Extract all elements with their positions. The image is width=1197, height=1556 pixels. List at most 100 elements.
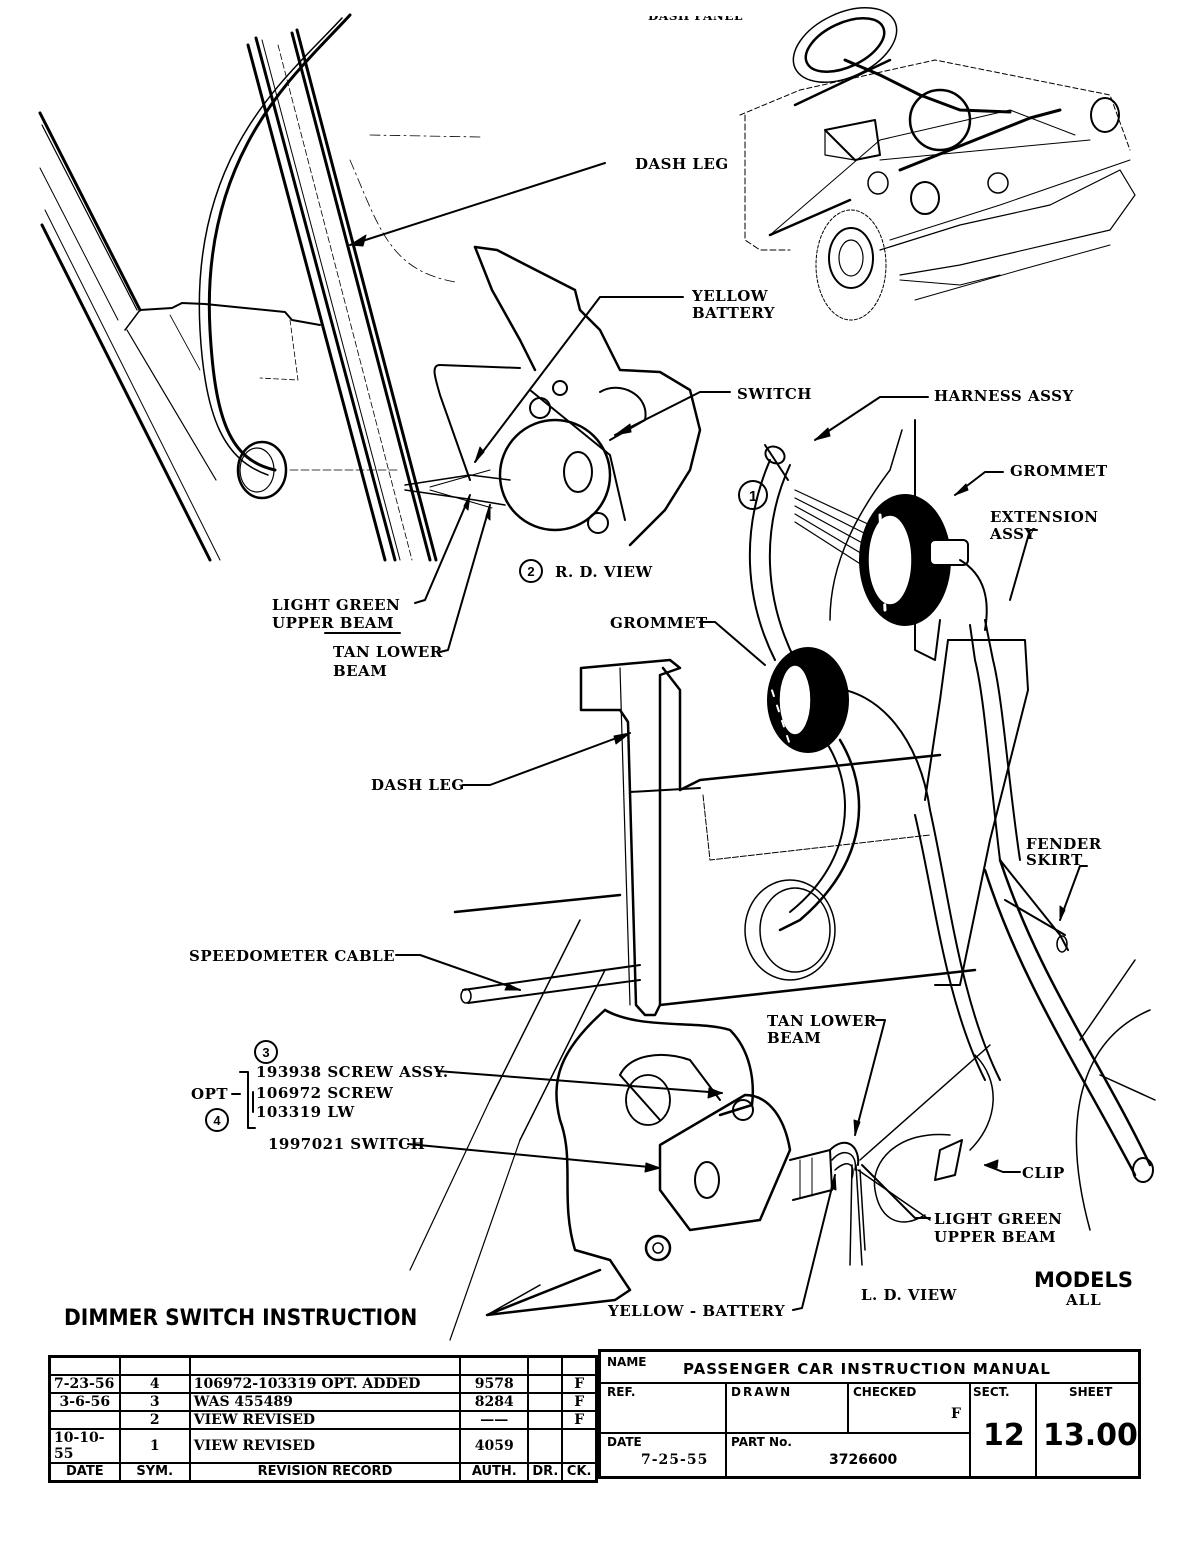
sect-caption: SECT. [973,1385,1010,1399]
col-ck: CK. [561,1462,598,1483]
sect-value: 12 [983,1418,1025,1453]
label-light-green-bot-2: UPPER BEAM [934,1228,1057,1246]
part-caption: PART No. [731,1435,792,1449]
rev-sym: 4 [118,1374,191,1394]
rev-record: VIEW REVISED [188,1428,462,1464]
label-grommet-mid: GROMMET [610,614,708,632]
checked-caption: CHECKED [853,1385,917,1399]
models-value: ALL [1066,1291,1102,1309]
label-switch-part: 1997021 SWITCH [268,1135,426,1153]
name-caption: NAME [607,1355,647,1369]
rev-date [48,1355,121,1376]
label-extension-assy-2: ASSY [990,525,1036,543]
title-block: NAME PASSENGER CAR INSTRUCTION MANUAL RE… [598,1349,1141,1479]
ref-cell: REF. [601,1382,727,1434]
label-dash-leg-mid: DASH LEG [371,776,465,794]
table-row: 3-6-56 3 WAS 455489 8284 F [48,1392,598,1412]
label-tan-lower-top-1: TAN LOWER [333,643,443,661]
label-light-green-bot-1: LIGHT GREEN [934,1210,1063,1228]
col-dr: DR. [527,1462,564,1483]
table-row: 2 VIEW REVISED —— F [48,1410,598,1430]
date-caption: DATE [607,1435,642,1449]
date-cell: DATE 7-25-55 [601,1432,727,1476]
callout-3: 3 [254,1040,278,1064]
col-revision-record: REVISION RECORD [188,1462,462,1483]
rev-auth [459,1355,530,1376]
label-extension-assy-1: EXTENSION [990,508,1099,526]
harness-illustration [699,396,1156,1231]
rev-ck: F [561,1392,598,1412]
checked-cell: CHECKED F [847,1382,971,1434]
table-row: 10-10-55 1 VIEW REVISED 4059 [48,1428,598,1464]
label-yellow-battery-top-2: BATTERY [692,304,775,322]
label-harness-assy: HARNESS ASSY [934,387,1074,405]
sect-cell: SECT. 12 [969,1382,1037,1476]
rev-dr [527,1374,564,1394]
revision-record-table: 7-23-56 4 106972-103319 OPT. ADDED 9578 … [48,1355,598,1483]
sheet-cell: SHEET 13.00 [1035,1382,1138,1476]
label-part-screw-assy: 193938 SCREW ASSY. [256,1063,449,1081]
rev-ck [561,1428,598,1464]
name-cell: NAME PASSENGER CAR INSTRUCTION MANUAL [601,1352,1138,1384]
label-tan-lower-bot-2: BEAM [767,1029,822,1047]
label-light-green-top-2: UPPER BEAM [272,614,395,632]
rev-auth: 4059 [459,1428,530,1464]
rev-record: VIEW REVISED [188,1410,462,1430]
rev-sym: 1 [118,1428,191,1464]
rev-auth: —— [459,1410,530,1430]
rev-date [48,1410,121,1430]
rev-auth: 8284 [459,1392,530,1412]
rev-date: 3-6-56 [48,1392,121,1412]
rev-ck: F [561,1410,598,1430]
part-no-cell: PART No. 3726600 [725,1432,971,1476]
rev-ck [561,1355,598,1376]
drawn-caption: DRAWN [731,1385,793,1399]
table-row: 7-23-56 4 106972-103319 OPT. ADDED 9578 … [48,1374,598,1394]
callout-2: 2 [519,559,543,583]
rev-date: 7-23-56 [48,1374,121,1394]
models-heading: MODELS [1034,1268,1134,1292]
label-fender-skirt-2: SKIRT [1026,851,1083,869]
label-yellow-battery-top-1: YELLOW [692,287,769,305]
rev-auth: 9578 [459,1374,530,1394]
label-tan-lower-top-2: BEAM [333,662,388,680]
rev-dr [527,1355,564,1376]
label-ld-view: L. D. VIEW [861,1286,957,1304]
rev-sym: 3 [118,1392,191,1412]
label-yellow-battery-bot: YELLOW - BATTERY [608,1302,786,1320]
label-speedometer-cable: SPEEDOMETER CABLE [189,947,396,965]
col-sym: SYM. [118,1462,191,1483]
rev-dr [527,1392,564,1412]
rd-view-illustration [38,13,731,653]
rev-sym [118,1355,191,1376]
ref-caption: REF. [607,1385,636,1399]
rev-sym: 2 [118,1410,191,1430]
checked-value: F [951,1406,961,1422]
part-value: 3726600 [829,1452,898,1468]
label-dash-leg-top: DASH LEG [635,155,729,173]
label-fender-skirt-1: FENDER [1026,835,1102,853]
drawn-cell: DRAWN [725,1382,849,1434]
top-cut-label: DASH PANEL [648,9,743,23]
label-tan-lower-bot-1: TAN LOWER [767,1012,877,1030]
ld-dash-illustration [395,658,977,1341]
rev-dr [527,1410,564,1430]
rev-record: 106972-103319 OPT. ADDED [188,1374,462,1394]
label-rd-view: R. D. VIEW [555,563,653,581]
rev-ck: F [561,1374,598,1394]
page-title: DIMMER SWITCH INSTRUCTION [64,1306,418,1331]
sheet-value: 13.00 [1043,1418,1138,1453]
callout-1: 1 [738,480,768,510]
rev-record [188,1355,462,1376]
table-header-row: DATE SYM. REVISION RECORD AUTH. DR. CK. [48,1462,598,1483]
ld-switch-illustration [231,1008,1021,1317]
label-opt: OPT [191,1085,229,1103]
rev-date: 10-10-55 [48,1428,121,1464]
rev-record: WAS 455489 [188,1392,462,1412]
table-row [48,1355,598,1376]
label-grommet-right: GROMMET [1010,462,1108,480]
label-clip: CLIP [1022,1164,1065,1182]
label-part-screw: 106972 SCREW [256,1084,394,1102]
rev-dr [527,1428,564,1464]
